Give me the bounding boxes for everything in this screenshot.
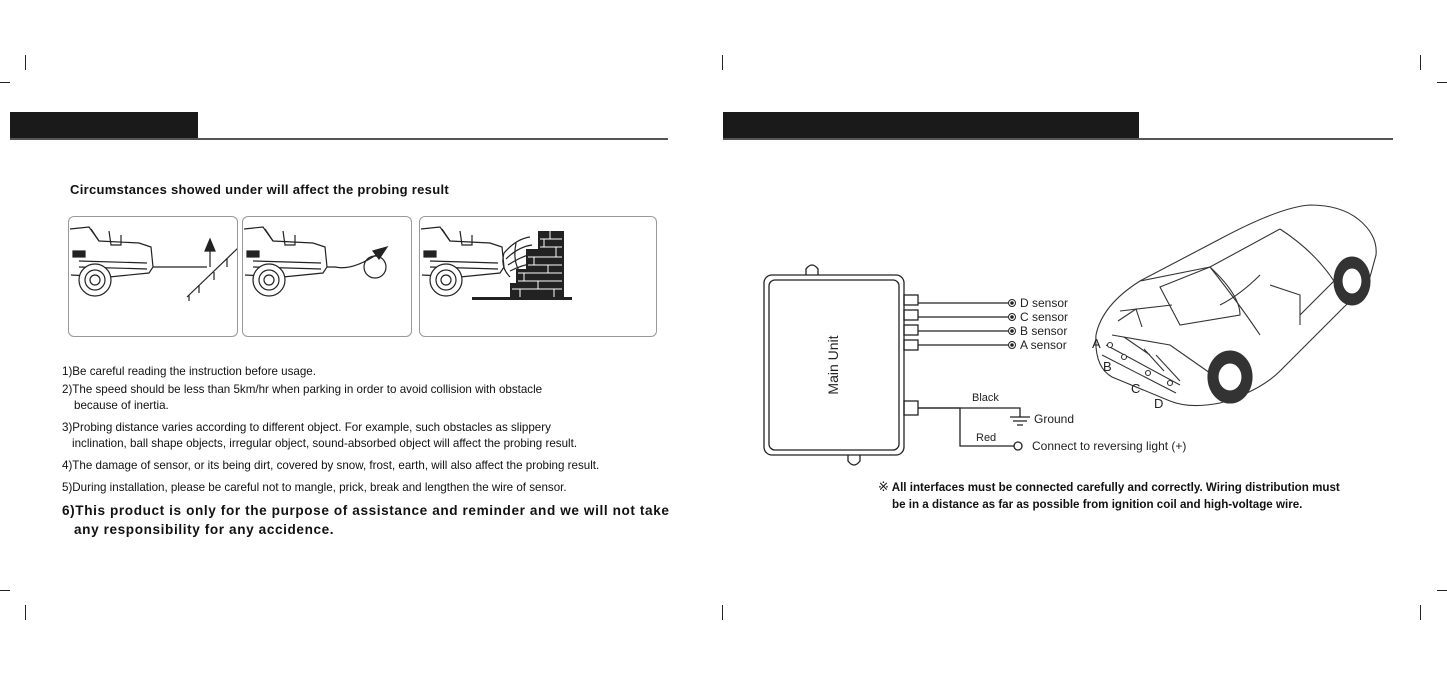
wiring-note-line-1: ※ All interfaces must be connected caref… [878, 479, 1340, 495]
car-letter-b: B [1103, 359, 1112, 374]
panel-wall [419, 216, 657, 337]
sensor-label-a: A sensor [1020, 338, 1067, 352]
car-wall-illustration [420, 226, 572, 300]
right-header-bar [723, 112, 1139, 139]
panel-ball [242, 216, 412, 337]
wiring-note-line-2: be in a distance as far as possible from… [892, 498, 1302, 511]
right-header-rule [723, 138, 1393, 140]
left-header-bar [10, 112, 198, 139]
mount-tab-bottom [847, 455, 861, 466]
crop-mark [1437, 590, 1447, 591]
note-line: 4)The damage of sensor, or its being dir… [62, 459, 600, 472]
note-line: inclination, ball shape objects, irregul… [72, 437, 578, 450]
car-illustration [1095, 204, 1377, 407]
crop-mark [722, 605, 723, 620]
crop-mark [25, 55, 26, 70]
black-wire-label: Black [972, 392, 999, 404]
crop-mark [1420, 55, 1421, 70]
note-line: 6)This product is only for the purpose o… [62, 503, 670, 518]
note-line: 3)Probing distance varies according to d… [62, 421, 551, 434]
note-item-6: 6)This product is only for the purpose o… [62, 501, 670, 539]
panel-slope [68, 216, 240, 337]
main-unit-box [763, 274, 905, 456]
sensor-label-c: C sensor [1020, 310, 1068, 324]
crop-mark [0, 82, 10, 83]
note-line: 5)During installation, please be careful… [62, 481, 567, 494]
car-slope-illustration [69, 226, 240, 301]
section-title: Circumstances showed under will affect t… [70, 182, 449, 197]
note-symbol: ※ [878, 479, 889, 494]
note-item-1: 1)Be careful reading the instruction bef… [62, 364, 316, 380]
car-letter-a: A [1092, 336, 1101, 351]
sensor-label-b: B sensor [1020, 324, 1067, 338]
note-item-4: 4)The damage of sensor, or its being dir… [62, 458, 599, 474]
car-letter-c: C [1131, 381, 1140, 396]
note-line: 2)The speed should be less than 5km/hr w… [62, 383, 543, 396]
note-text: All interfaces must be connected careful… [891, 481, 1340, 494]
car-ball-illustration [243, 226, 389, 297]
red-wire-label: Red [976, 432, 996, 444]
reversing-light-label: Connect to reversing light (+) [1032, 439, 1186, 453]
crop-mark [1437, 82, 1447, 83]
sensor-label-d: D sensor [1020, 296, 1068, 310]
crop-mark [25, 605, 26, 620]
ground-label: Ground [1034, 412, 1074, 426]
left-header-rule [10, 138, 668, 140]
crop-mark [722, 55, 723, 70]
note-line: because of inertia. [74, 399, 169, 412]
note-item-2: 2)The speed should be less than 5km/hr w… [62, 382, 542, 414]
note-line: 1)Be careful reading the instruction bef… [62, 365, 316, 378]
note-item-5: 5)During installation, please be careful… [62, 480, 567, 496]
crop-mark [1420, 605, 1421, 620]
mount-tab-top [805, 264, 819, 275]
main-unit-label: Main Unit [825, 335, 841, 394]
wiring-diagram: Main Unit D sensor C sensor B sensor A s… [763, 204, 1377, 466]
note-line: any responsibility for any accidence. [74, 522, 335, 537]
crop-mark [0, 590, 10, 591]
note-item-3: 3)Probing distance varies according to d… [62, 420, 577, 452]
car-letter-d: D [1154, 396, 1163, 411]
note-text: be in a distance as far as possible from… [892, 498, 1303, 511]
